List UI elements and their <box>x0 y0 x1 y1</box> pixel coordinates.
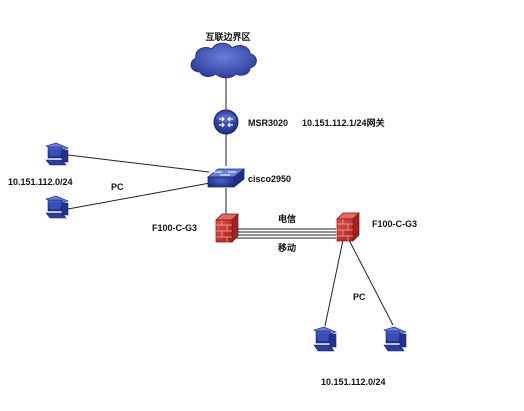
switch-icon[interactable] <box>206 168 246 188</box>
pc-bottom-right-icon[interactable] <box>383 326 407 352</box>
firewall-left-icon[interactable] <box>215 213 239 243</box>
cloud-icon <box>190 42 257 79</box>
pc-left-label: PC <box>111 182 124 192</box>
link-switch-pc-bottom <box>67 182 211 210</box>
router-icon[interactable] <box>213 109 239 135</box>
pc-left-subnet-label: 10.151.112.0/24 <box>8 177 73 187</box>
switch-name-label: cisco2950 <box>248 174 291 184</box>
link-mobile-label: 移动 <box>278 242 296 253</box>
link-firewall-right-pc-left <box>324 239 344 327</box>
pc-right-label: PC <box>353 292 366 302</box>
router-ip-label: 10.151.112.1/24网关 <box>302 117 385 128</box>
pc-right-subnet-label: 10.151.112.0/24 <box>321 377 386 387</box>
pc-bottom-middle-icon[interactable] <box>313 326 337 352</box>
link-telecom-label: 电信 <box>278 213 296 224</box>
firewall-left-label: F100-C-G3 <box>152 223 197 233</box>
firewall-right-label: F100-C-G3 <box>372 219 417 229</box>
firewall-right-icon[interactable] <box>336 212 360 242</box>
pc-bottom-left-icon[interactable] <box>45 195 69 219</box>
router-name-label: MSR3020 <box>248 118 288 128</box>
pc-top-left-icon[interactable] <box>45 142 69 166</box>
cloud-label: 互联边界区 <box>205 31 250 42</box>
link-firewall-right-pc-right <box>348 239 394 326</box>
link-switch-pc-top <box>67 154 210 173</box>
links <box>67 78 394 327</box>
